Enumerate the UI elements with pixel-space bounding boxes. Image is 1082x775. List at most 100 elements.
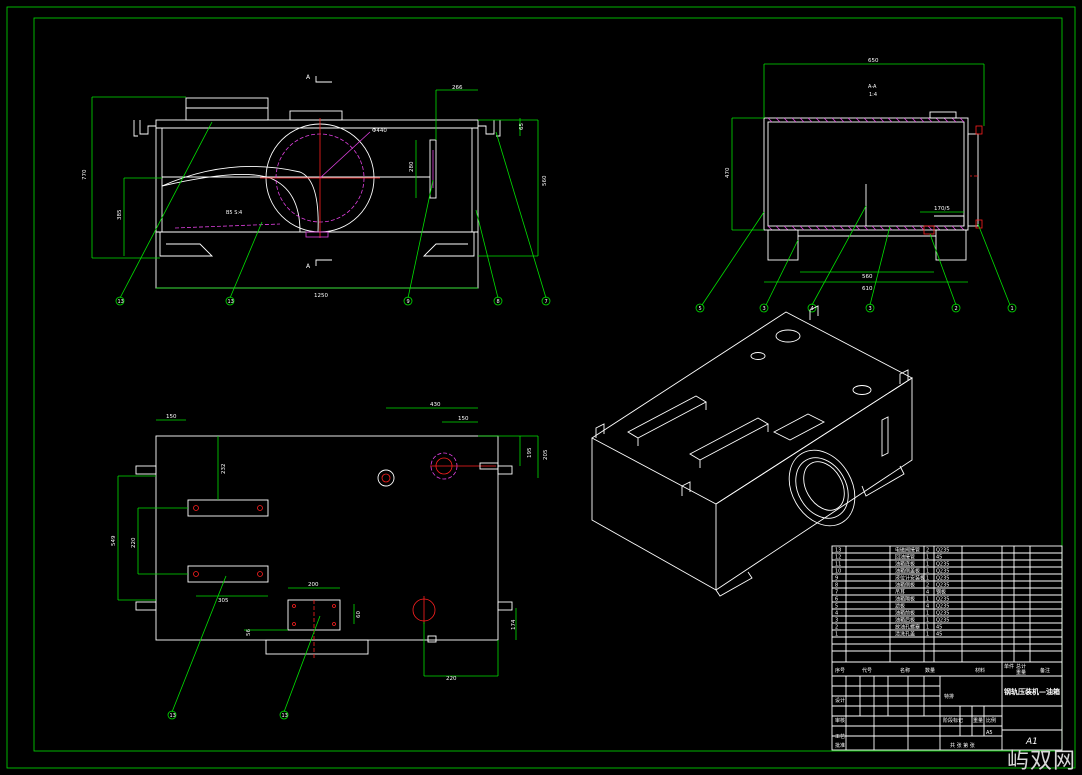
bom-row-qty: 1 (926, 597, 929, 603)
bom-row-qty: 2 (926, 548, 929, 554)
dim-side-width: 650 (868, 58, 879, 64)
bom-row-name: 放油孔螺塞 (895, 624, 920, 631)
dim-top-cover-off: 56 (246, 629, 252, 636)
dim-top-cover: 200 (308, 582, 319, 588)
svg-text:代号: 代号 (862, 667, 872, 674)
svg-text:备注: 备注 (1040, 667, 1050, 674)
dim-top-port-y2: 205 (543, 449, 549, 460)
svg-text:13: 13 (118, 299, 124, 305)
bom-row-mat: Q235 (936, 583, 949, 589)
front-view (91, 76, 547, 299)
sig-design: 设计 (835, 697, 845, 704)
bom-row-qty: 4 (926, 590, 929, 596)
outer-frame (6, 6, 1076, 769)
section-mark-bottom: A (306, 263, 311, 270)
dim-front-lug: 65 (519, 123, 525, 130)
bom-row-no: 10 (835, 569, 841, 575)
dim-side-drain: 170/5 (934, 206, 950, 212)
svg-text:材料: 材料 (975, 667, 985, 674)
bom-row-mat: Q235 (936, 562, 949, 568)
svg-text:13: 13 (170, 713, 176, 719)
bom-row-qty: 1 (926, 569, 929, 575)
bom-row-no: 4 (835, 611, 838, 617)
svg-text:9: 9 (407, 299, 410, 305)
scale-value: A5 (986, 730, 993, 736)
bom-row-name: 吊耳 (895, 590, 905, 596)
bom-row-name: 油箱前板 (895, 610, 915, 617)
section-view-scale: 1:4 (869, 92, 877, 98)
sig-process: 工艺 (835, 734, 845, 740)
dim-top-lugspan: 549 (111, 535, 117, 546)
svg-text:3: 3 (869, 306, 872, 312)
svg-text:名称: 名称 (900, 667, 910, 674)
bom-row-name: 电磁阀接管 (895, 547, 920, 554)
bom-row-mat: Q235 (936, 618, 949, 624)
svg-text:5: 5 (699, 306, 702, 312)
dim-front-gauge: 280 (409, 161, 415, 172)
dim-top-cover-h: 60 (356, 611, 362, 618)
section-mark-top: A (306, 74, 311, 81)
front-balloons: 13 13 9 8 7 (115, 296, 551, 306)
bom-row-name: 滤板 (895, 603, 905, 610)
dim-top-port2: 150 (458, 416, 469, 422)
side-view (701, 63, 1011, 306)
dim-top-port-y: 195 (527, 447, 533, 458)
bom-row-mat: Q235 (936, 597, 949, 603)
dim-top-drain-y: 174 (511, 619, 517, 630)
watermark: 屿双网 (1006, 749, 1076, 774)
bom-row-no: 2 (835, 625, 838, 631)
dim-top-railspan: 220 (131, 537, 137, 548)
bom-row-name: 油箱后板 (895, 617, 915, 624)
dim-top-raillen: 305 (218, 598, 229, 604)
bom-row-mat: 45 (936, 625, 942, 631)
bom-row-qty: 1 (926, 625, 929, 631)
dim-front-top: 266 (452, 85, 463, 91)
svg-text:3: 3 (763, 306, 766, 312)
bom-row-no: 8 (835, 583, 838, 589)
svg-text:单件: 单件 (1004, 663, 1014, 670)
bom-row-no: 1 (835, 632, 838, 638)
front-note: B5 S:4 (226, 210, 242, 216)
top-view (117, 407, 539, 713)
paper-format: A1 (1025, 737, 1038, 747)
svg-text:2: 2 (955, 306, 958, 312)
svg-text:7: 7 (545, 299, 548, 305)
sig-approve: 批准 (835, 742, 845, 749)
bom-row-qty: 1 (926, 562, 929, 568)
bom-row-no: 13 (835, 548, 841, 554)
dim-top-lug: 150 (166, 414, 177, 420)
bom-row-qty: 1 (926, 611, 929, 617)
bom-row-name: 油箱侧板 (895, 582, 915, 589)
sheet-count: 共 张 第 张 (950, 742, 975, 749)
side-balloons: 5 3 4 3 2 1 (695, 303, 1017, 313)
bom-row-mat: Q235 (936, 611, 949, 617)
top-balloons: 13 13 (167, 710, 289, 720)
bom-row-no: 6 (835, 597, 838, 603)
bom-row-qty: 1 (926, 618, 929, 624)
bom-row-name: 清洗孔盖 (895, 631, 915, 638)
svg-text:序号: 序号 (835, 667, 845, 674)
section-view-label: A-A (868, 84, 877, 90)
bom-row-mat: 钢板 (936, 589, 946, 596)
bom-row-name: 油箱隔板 (895, 596, 915, 603)
bom-row-no: 12 (835, 555, 841, 561)
bom-row-qty: 1 (926, 576, 929, 582)
bom-row-mat: Q235 (936, 569, 949, 575)
bom-row-no: 7 (835, 590, 838, 596)
isometric-view (591, 305, 913, 597)
dim-top-port: 430 (430, 402, 441, 408)
bom-row-mat: 45 (936, 555, 942, 561)
bom-header: 序号 代号 名称 数量 材料 单件 总计 备注 重量 (835, 663, 1050, 676)
title-block (831, 545, 1063, 751)
dim-top-drain-x: 220 (446, 676, 457, 682)
sig-review: 审核 (835, 717, 845, 724)
bom-row-no: 3 (835, 618, 838, 624)
bom-row-no: 9 (835, 576, 838, 582)
bom-row-name: 油箱底板 (895, 561, 915, 568)
stage-label: 阶段标记 (943, 717, 963, 724)
bom-row-qty: 1 (926, 632, 929, 638)
dim-side-legs: 560 (862, 274, 873, 280)
dim-front-level: 385 (117, 209, 123, 220)
